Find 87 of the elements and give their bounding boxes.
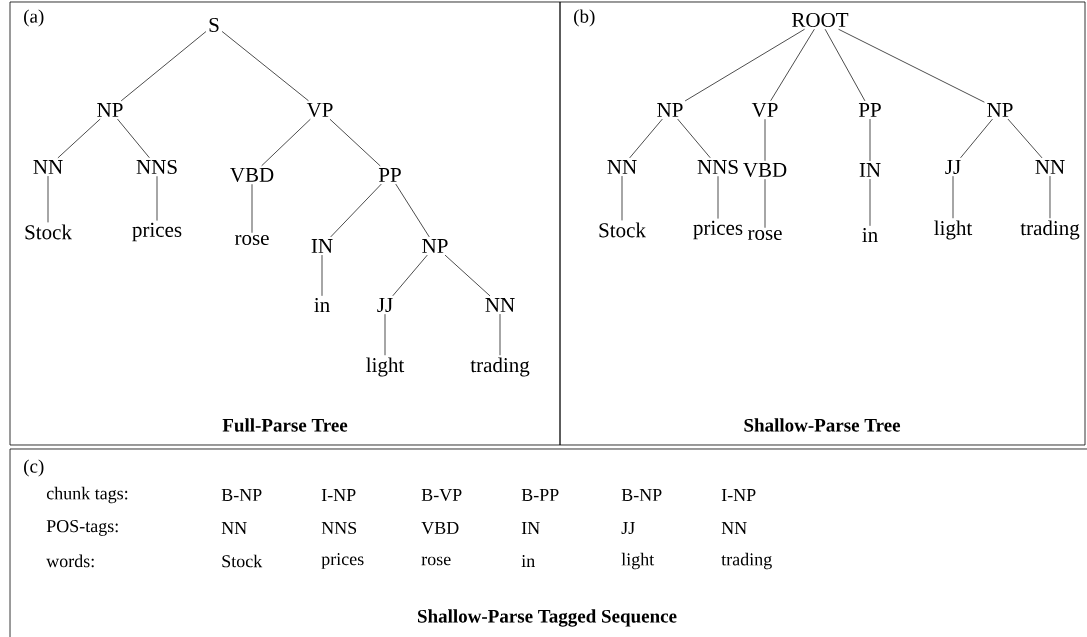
tree-label: PP	[378, 168, 401, 182]
tree-label: NNS	[136, 159, 177, 175]
tag-cell: NNS	[321, 521, 357, 535]
tree-branch	[677, 118, 711, 159]
tree-label: prices	[132, 222, 182, 242]
tree-label: ROOT	[792, 12, 849, 28]
tree-label: JJ	[377, 298, 393, 312]
tag-cell: prices	[321, 553, 364, 569]
tree-label: NN	[33, 160, 63, 174]
tree-label: VBD	[743, 162, 787, 177]
tag-cell: I-NP	[321, 489, 356, 501]
tree-branch	[57, 118, 101, 159]
tree-label: trading	[1020, 220, 1080, 240]
tag-cell: JJ	[621, 522, 635, 534]
tag-cell: B-PP	[521, 489, 559, 501]
tree-branch	[395, 183, 430, 238]
tree-label: VP	[306, 102, 333, 117]
tree-label: S	[209, 17, 219, 33]
tag-cell: B-NP	[621, 489, 662, 501]
tree-branch	[764, 178, 766, 229]
tree-branch	[838, 28, 985, 103]
tree-branch	[684, 28, 805, 102]
tree-branch	[221, 31, 309, 102]
tree-label: prices	[693, 220, 743, 240]
tag-cell: NN	[221, 522, 247, 534]
tree-branch	[824, 28, 866, 102]
tree-branch	[770, 28, 815, 102]
tree-branch	[329, 118, 381, 167]
tree-branch	[120, 31, 207, 102]
tree-label: NN	[1035, 160, 1065, 174]
tag-cell: NN	[721, 522, 747, 534]
row-label: words:	[46, 554, 94, 568]
tag-cell: light	[621, 552, 655, 570]
tree-label: NP	[422, 239, 448, 253]
tree-label: NN	[607, 160, 637, 174]
tree-branch	[330, 183, 382, 238]
tree-branch	[384, 313, 386, 356]
tree-label: VP	[751, 102, 778, 117]
tree-branch	[869, 118, 871, 162]
tree-branch	[261, 118, 311, 167]
tree-label: IN	[859, 163, 881, 177]
tree-label: NP	[97, 103, 123, 117]
tree-branch	[499, 313, 501, 356]
tree-branch	[117, 118, 150, 159]
tree-label: in	[862, 228, 878, 242]
tree-branch	[392, 254, 428, 297]
tag-cell: I-NP	[721, 489, 756, 501]
tree-branch	[629, 118, 663, 159]
tree-label: light	[366, 357, 405, 377]
tree-label: Stock	[25, 224, 72, 240]
row-label: chunk tags:	[46, 486, 128, 504]
tree-branch	[717, 175, 719, 219]
tag-cell: rose	[421, 556, 451, 566]
tree-label: NNS	[697, 159, 738, 175]
tree-label: Stock	[599, 222, 646, 238]
tag-cell: Stock	[222, 554, 263, 568]
tree-branch	[869, 178, 871, 227]
tree-label: NP	[987, 103, 1013, 117]
tree-label: NN	[485, 298, 515, 312]
tree-branch	[1049, 175, 1051, 219]
tag-cell: VBD	[421, 521, 459, 534]
tree-label: rose	[234, 234, 269, 246]
tree-label: PP	[858, 103, 881, 117]
tree-branch	[251, 183, 253, 234]
tree-label: JJ	[945, 160, 961, 174]
tree-branch	[764, 118, 766, 162]
tree-branch	[960, 118, 993, 159]
tag-cell: B-VP	[421, 488, 462, 501]
tree-label: light	[934, 220, 973, 240]
tree-label: NP	[657, 103, 683, 117]
tree-label: IN	[311, 239, 333, 253]
row-label: POS-tags:	[46, 520, 118, 536]
tag-cell: B-NP	[221, 489, 262, 501]
tag-cell: in	[521, 555, 535, 567]
tag-cell: trading	[721, 552, 772, 570]
tree-label: trading	[470, 357, 530, 377]
tree-branch	[321, 254, 323, 297]
tree-branch	[47, 175, 49, 223]
tree-branch	[952, 175, 954, 219]
tree-branch	[444, 254, 491, 297]
tree-label: rose	[747, 229, 782, 241]
tree-branch	[1007, 118, 1043, 159]
tree-label: VBD	[230, 167, 274, 182]
tree-branch	[621, 175, 623, 221]
tag-cell: IN	[521, 522, 540, 534]
tree-label: in	[314, 298, 330, 312]
tree-branch	[156, 175, 158, 221]
